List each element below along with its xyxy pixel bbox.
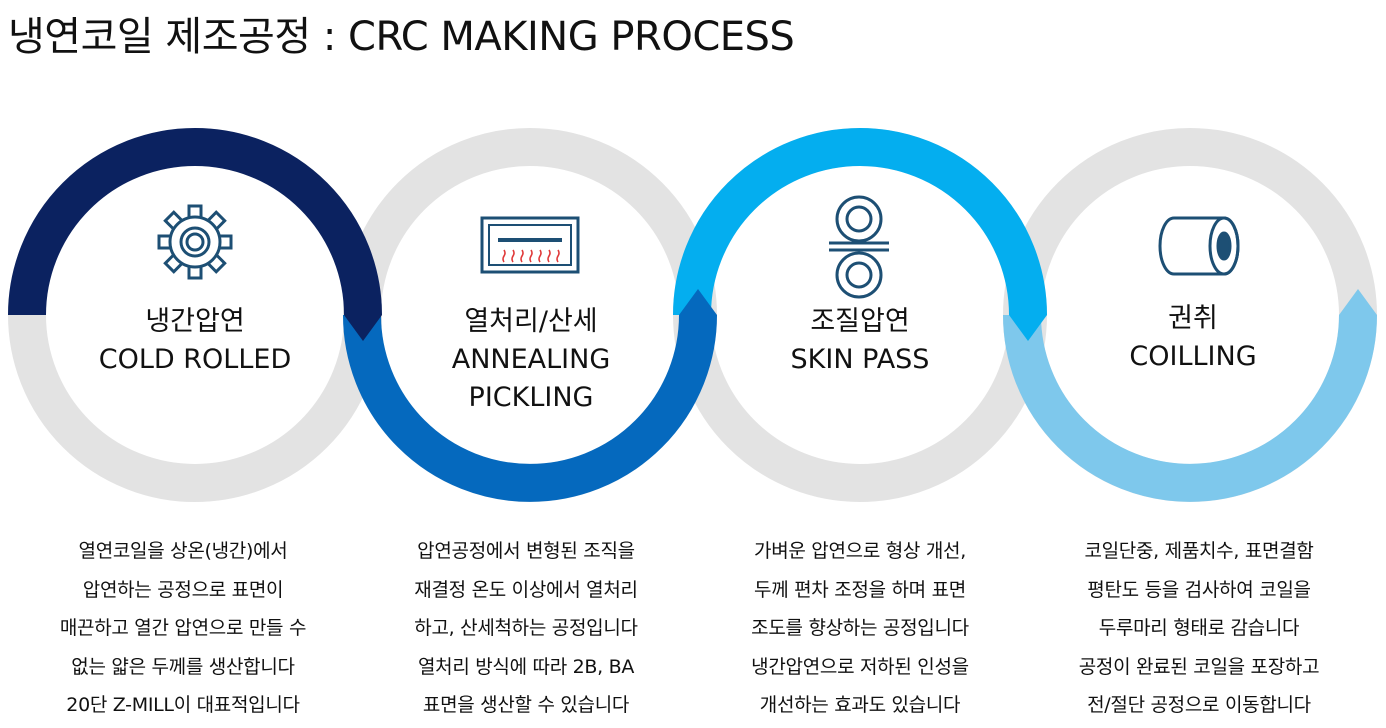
- desc-line: 조도를 향상하는 공정입니다: [751, 617, 969, 639]
- coil-icon: [1158, 216, 1240, 276]
- desc-line: 코일단중, 제품치수, 표면결함: [1084, 540, 1314, 562]
- desc-line: 없는 얇은 두께를 생산합니다: [71, 655, 295, 678]
- desc-line: 열연코일을 상온(냉간)에서: [78, 540, 288, 562]
- step-ko-label: 조질압연: [810, 306, 910, 337]
- step-label-skin-pass: 조질압연 SKIN PASS: [730, 303, 990, 379]
- desc-line: 냉간압연으로 저하된 인성을: [751, 655, 969, 678]
- arrow-tip-4: [1339, 289, 1377, 315]
- step-label-coilling: 권취 COILLING: [1063, 300, 1323, 376]
- desc-line: 표면을 생산할 수 있습니다: [422, 694, 630, 716]
- step-ko-label: 권취: [1168, 303, 1218, 334]
- desc-line: 열처리 방식에 따라 2B, BA: [417, 655, 635, 678]
- desc-line: 20단 Z-MILL이 대표적입니다: [66, 694, 300, 716]
- step-ko-label: 열처리/산세: [464, 306, 598, 337]
- ring-arc-cold-rolled: [8, 128, 382, 316]
- desc-line: 재결정 온도 이상에서 열처리: [414, 578, 638, 601]
- gear-icon: [157, 204, 233, 280]
- rollers-icon: [829, 195, 889, 299]
- step-en-label: SKIN PASS: [790, 344, 930, 375]
- step-en-label: COLD ROLLED: [98, 344, 292, 375]
- desc-line: 압연공정에서 변형된 조직을: [417, 540, 635, 562]
- step-en-label-2: PICKLING: [468, 382, 594, 413]
- step-label-annealing-pickling: 열처리/산세 ANNEALING PICKLING: [401, 303, 661, 417]
- desc-annealing-pickling: 압연공정에서 변형된 조직을 재결정 온도 이상에서 열처리 하고, 산세척하는…: [361, 532, 691, 725]
- desc-line: 평탄도 등을 검사하여 코일을: [1087, 578, 1311, 601]
- step-ko-label: 냉간압연: [145, 306, 245, 337]
- arrow-tip-1: [344, 315, 382, 341]
- desc-line: 매끈하고 열간 압연으로 만들 수: [59, 617, 307, 639]
- step-label-cold-rolled: 냉간압연 COLD ROLLED: [65, 303, 325, 379]
- ring-arc-skin-pass: [673, 128, 1047, 316]
- ring-arc-annealing: [343, 314, 717, 502]
- desc-cold-rolled: 열연코일을 상온(냉간)에서 압연하는 공정으로 표면이 매끈하고 열간 압연으…: [18, 532, 348, 725]
- arrow-tip-3: [1009, 315, 1047, 341]
- desc-coilling: 코일단중, 제품치수, 표면결함 평탄도 등을 검사하여 코일을 두루마리 형태…: [1034, 532, 1364, 725]
- desc-line: 하고, 산세척하는 공정입니다: [414, 617, 638, 639]
- desc-line: 두께 편차 조정을 하며 표면: [754, 578, 966, 601]
- furnace-icon: [480, 216, 580, 274]
- arrow-tip-2: [679, 289, 717, 315]
- desc-line: 공정이 완료된 코일을 포장하고: [1078, 655, 1320, 678]
- step-en-label: ANNEALING: [451, 344, 611, 375]
- desc-skin-pass: 가벼운 압연으로 형상 개선, 두께 편차 조정을 하며 표면 조도를 향상하는…: [695, 532, 1025, 725]
- desc-line: 전/절단 공정으로 이동합니다: [1087, 694, 1311, 716]
- desc-line: 가벼운 압연으로 형상 개선,: [754, 540, 966, 562]
- step-en-label: COILLING: [1129, 341, 1257, 372]
- ring-arc-coilling: [1003, 314, 1377, 502]
- page-title: 냉연코일 제조공정 : CRC MAKING PROCESS: [8, 14, 795, 60]
- desc-line: 두루마리 형태로 감습니다: [1098, 617, 1300, 639]
- desc-line: 압연하는 공정으로 표면이: [82, 578, 284, 601]
- desc-line: 개선하는 효과도 있습니다: [759, 694, 961, 716]
